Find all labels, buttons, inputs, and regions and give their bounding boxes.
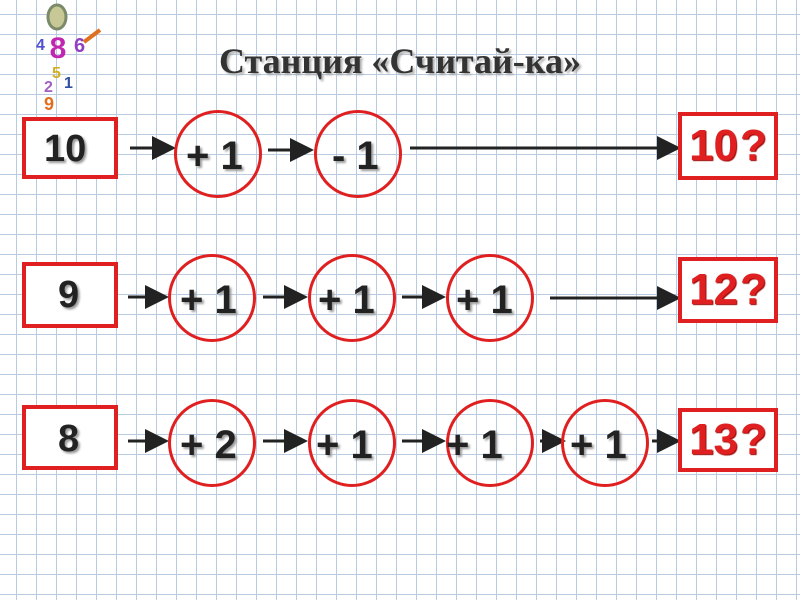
operation: + 2 [180, 423, 237, 467]
start-box [22, 262, 118, 328]
operation: + 1 [446, 423, 503, 467]
operation: - 1 [332, 134, 379, 178]
operation: + 1 [186, 134, 243, 178]
svg-text:2: 2 [44, 79, 53, 96]
operation-circle [446, 399, 534, 487]
operation-circle [168, 399, 256, 487]
svg-text:4: 4 [36, 37, 45, 54]
answer: 10 [689, 121, 739, 170]
svg-text:6: 6 [74, 35, 85, 57]
operation-circle [308, 399, 396, 487]
operation: + 1 [456, 278, 513, 322]
start-box [22, 405, 118, 470]
numbers-character-logo: 8 6 4 5 1 2 9 [36, 3, 102, 114]
start-number: 10 [44, 128, 87, 170]
operation: + 1 [318, 278, 375, 322]
answer: 13 [689, 415, 739, 464]
start-box [22, 117, 118, 179]
operation-circle [168, 254, 256, 342]
svg-text:5: 5 [52, 65, 61, 82]
svg-text:8: 8 [50, 32, 67, 65]
operation: + 1 [180, 278, 237, 322]
start-number: 8 [58, 418, 80, 460]
answer-box[interactable]: 12 ? [678, 257, 778, 323]
operation-circle [561, 399, 649, 487]
svg-text:9: 9 [44, 94, 54, 114]
operation-circle [174, 110, 262, 198]
question-mark: ? [740, 265, 767, 314]
answer: 12 [689, 265, 739, 314]
start-number: 9 [58, 274, 80, 316]
operation-circle [308, 254, 396, 342]
operation: + 1 [316, 423, 373, 467]
operation-circle [314, 110, 402, 198]
answer-box[interactable]: 13 ? [678, 408, 778, 472]
operation: + 1 [570, 423, 627, 467]
svg-text:1: 1 [64, 75, 73, 92]
answer-box[interactable]: 10 ? [678, 112, 778, 180]
question-mark: ? [740, 121, 767, 170]
question-mark: ? [740, 415, 767, 464]
page-title: Станция «Считай-ка» [219, 41, 581, 81]
operation-circle [446, 254, 534, 342]
